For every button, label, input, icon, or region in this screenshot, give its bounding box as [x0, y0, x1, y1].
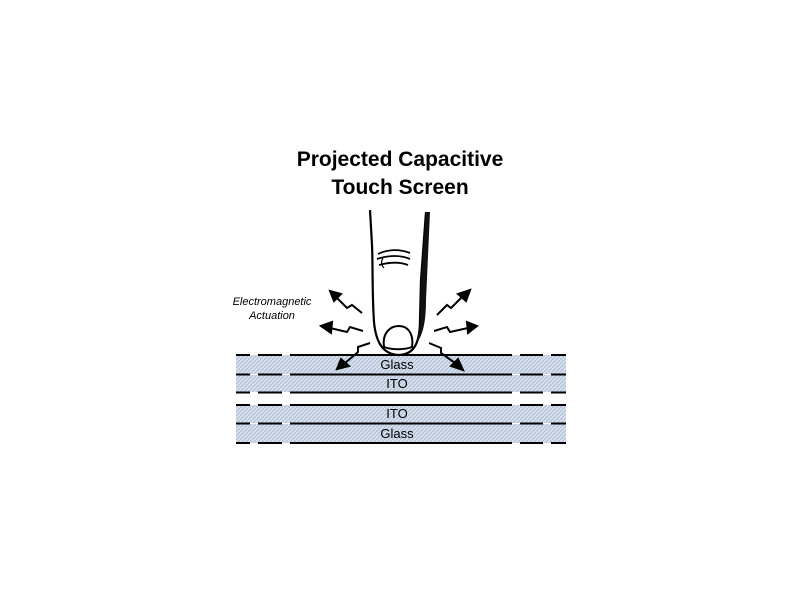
em-arrow-middle-left-icon — [318, 320, 364, 335]
annotation-line-2: Actuation — [248, 310, 295, 322]
layer-label-glass-bottom: Glass — [380, 426, 414, 441]
finger-icon — [368, 209, 430, 357]
layer-label-glass-top: Glass — [380, 357, 414, 372]
diagram-title-line-1: Projected Capacitive — [297, 148, 504, 171]
glass-top-layer — [236, 355, 566, 374]
layer-label-ito-upper: ITO — [386, 376, 407, 391]
layer-boundary-lines — [236, 354, 566, 444]
em-arrow-middle-right-icon — [433, 320, 479, 335]
layer-label-ito-lower: ITO — [386, 406, 407, 421]
annotation-line-1: Electromagnetic — [233, 296, 312, 308]
em-arrow-upper-left-icon — [328, 289, 363, 314]
ito-lower-layer — [236, 405, 566, 423]
em-arrow-lower-left-icon — [335, 342, 371, 371]
em-arrow-lower-right-icon — [428, 342, 465, 372]
electromagnetic-arrows — [318, 288, 479, 372]
layer-stack: Glass ITO ITO Glass — [236, 354, 566, 444]
ito-upper-layer — [236, 375, 566, 392]
glass-bottom-layer — [236, 424, 566, 443]
diagram-title-line-2: Touch Screen — [331, 176, 468, 199]
em-arrow-upper-right-icon — [436, 288, 472, 316]
